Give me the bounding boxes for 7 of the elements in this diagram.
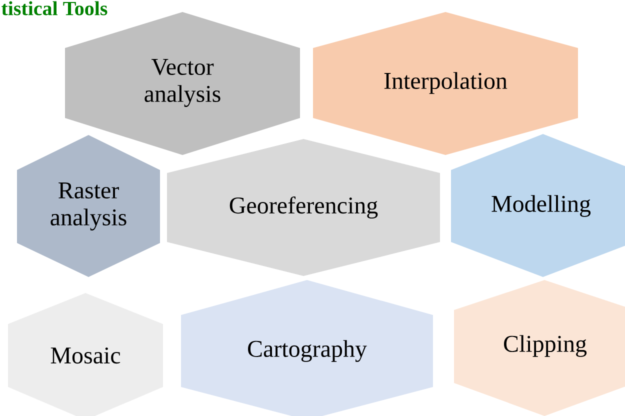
- hexagon: Interpolation: [313, 12, 578, 155]
- hexagon: Modelling: [451, 134, 625, 277]
- hexagon: Georeferencing: [167, 139, 440, 276]
- hexagon: Mosaic: [8, 293, 163, 416]
- hexagon: Cartography: [181, 280, 433, 416]
- hexagon: Clipping: [454, 280, 625, 416]
- hexagon: Raster analysis: [17, 135, 160, 277]
